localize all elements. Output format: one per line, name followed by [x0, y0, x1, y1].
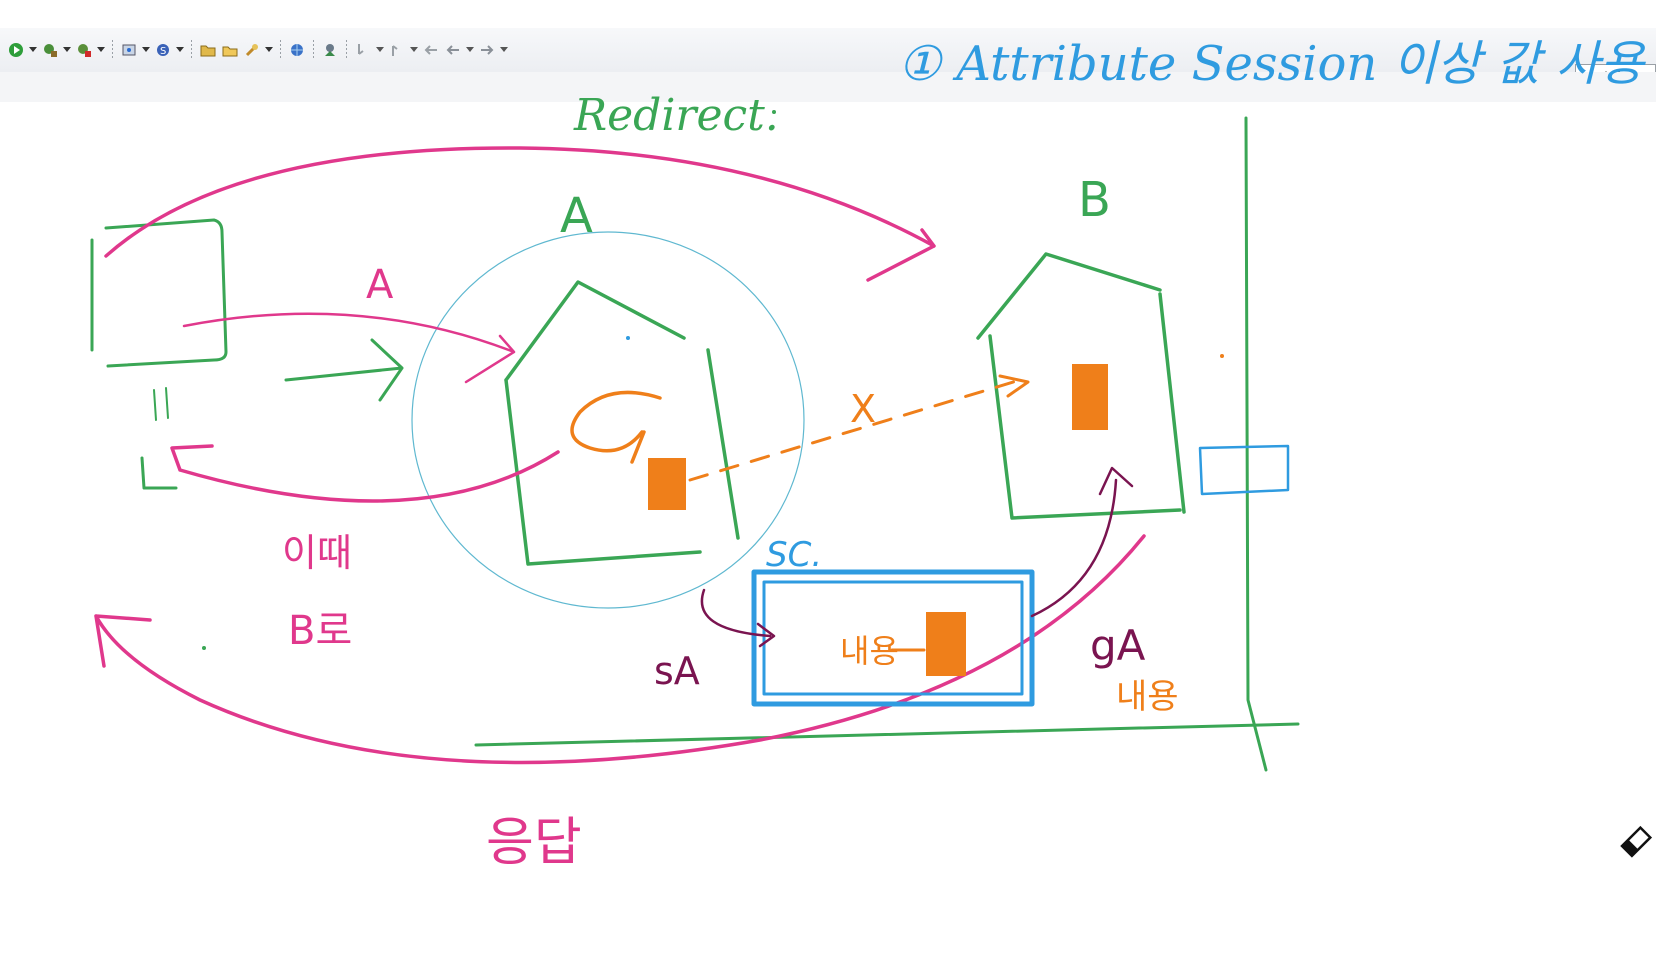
dot-mark: [1220, 354, 1224, 358]
response-label: 응답: [486, 813, 582, 873]
run-icon[interactable]: [6, 40, 26, 60]
dot-mark: [772, 110, 776, 114]
to-b-label: B로: [288, 608, 352, 654]
attribute-object-a: [648, 458, 686, 510]
request-arrow: [284, 338, 404, 402]
chevron-down-icon[interactable]: [28, 40, 38, 60]
next-annotation-icon[interactable]: [353, 40, 373, 60]
return-arrow: [170, 444, 560, 503]
boundary-vertical: [1244, 116, 1268, 772]
servlet-context-inner: [762, 580, 1024, 696]
back-icon[interactable]: [443, 40, 463, 60]
get-attribute-arrow: [1030, 466, 1134, 618]
context-value-label: 내용: [840, 632, 899, 670]
last-edit-icon[interactable]: [421, 40, 441, 60]
coverage-icon[interactable]: [74, 40, 94, 60]
dot-mark: [202, 646, 206, 650]
toolbar-run-group: S: [6, 38, 509, 62]
forward-icon[interactable]: [477, 40, 497, 60]
house-a: [504, 280, 740, 566]
house-a-label: A: [560, 188, 593, 244]
set-attribute-arrow: [700, 588, 776, 648]
client-box: [90, 218, 228, 368]
dot-mark: [626, 336, 630, 340]
attribute-object-b: [1072, 364, 1108, 430]
chevron-down-icon[interactable]: [465, 40, 475, 60]
attribute-object-context: [926, 612, 966, 676]
client-equals-marks: [153, 387, 169, 421]
servlet-context-label: SC.: [766, 535, 822, 575]
get-attribute-label: gA: [1090, 621, 1146, 670]
toolbar-separator: [280, 40, 281, 60]
storage-box: [1198, 444, 1290, 496]
new-server-icon[interactable]: [119, 40, 139, 60]
forward-arrowhead: [998, 374, 1030, 398]
blocked-x-mark: X: [850, 387, 876, 431]
toolbar-separator: [191, 40, 192, 60]
value-label-right: 내용: [1116, 677, 1179, 717]
chevron-down-icon[interactable]: [409, 40, 419, 60]
set-attribute-label: sA: [654, 649, 700, 693]
toolbar-separator: [346, 40, 347, 60]
boundary-horizontal: [474, 722, 1300, 747]
external-tools-icon[interactable]: [320, 40, 340, 60]
scope-circle: [411, 231, 805, 609]
toolbar-separator: [112, 40, 113, 60]
chevron-down-icon[interactable]: [264, 40, 274, 60]
house-b: [976, 252, 1186, 520]
response-arc: [94, 534, 1146, 765]
debug-icon[interactable]: [40, 40, 60, 60]
again-label: 이때: [282, 531, 352, 575]
chevron-down-icon[interactable]: [96, 40, 106, 60]
arrow-to-a: [182, 312, 516, 384]
editor-header-strip: [0, 72, 1656, 102]
new-project-icon[interactable]: S: [153, 40, 173, 60]
search-icon[interactable]: [242, 40, 262, 60]
eraser-cursor-icon: [1620, 825, 1653, 858]
forward-dashed-arrow: [688, 378, 1022, 482]
redirect-label: Redirect.: [573, 90, 779, 141]
chevron-down-icon[interactable]: [62, 40, 72, 60]
client-stand: [140, 456, 178, 490]
swirl-mark: [570, 390, 662, 464]
globe-icon[interactable]: [287, 40, 307, 60]
chevron-down-icon[interactable]: [175, 40, 185, 60]
chevron-down-icon[interactable]: [141, 40, 151, 60]
redirect-arc: [104, 146, 936, 282]
svg-text:S: S: [160, 46, 166, 57]
chevron-down-icon[interactable]: [375, 40, 385, 60]
open-folder-icon[interactable]: [220, 40, 240, 60]
chevron-down-icon[interactable]: [499, 40, 509, 60]
house-b-label: B: [1078, 172, 1111, 228]
toolbar-separator: [313, 40, 314, 60]
arrow-a-label: A: [366, 262, 394, 308]
servlet-context-box: [751, 569, 1035, 707]
open-folder-icon[interactable]: [198, 40, 218, 60]
heading-annotation: ① Attribute Session 이상 값 사용: [898, 36, 1647, 92]
prev-annotation-icon[interactable]: [387, 40, 407, 60]
